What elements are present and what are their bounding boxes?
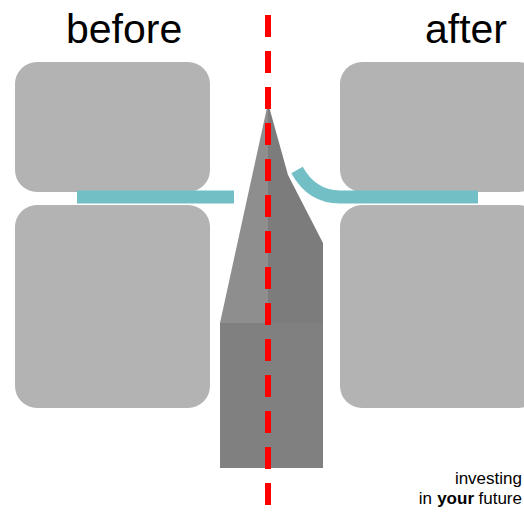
panel-heading: after [425, 9, 507, 50]
upper-block-after [340, 62, 524, 192]
lower-block-after [340, 205, 524, 408]
upper-block-before [15, 62, 210, 192]
blade-facet [220, 103, 268, 323]
blade-handle [220, 323, 323, 468]
lower-block-before [15, 205, 210, 408]
watermark-text: investing [455, 470, 522, 487]
strand-after [297, 170, 478, 197]
watermark-text: future [479, 490, 522, 507]
blade-edge [268, 103, 323, 323]
cut-line [265, 15, 271, 515]
panel-heading: before [66, 9, 182, 50]
strand-before [77, 191, 234, 204]
watermark-text: in [419, 490, 432, 507]
watermark-text: your [437, 490, 474, 507]
